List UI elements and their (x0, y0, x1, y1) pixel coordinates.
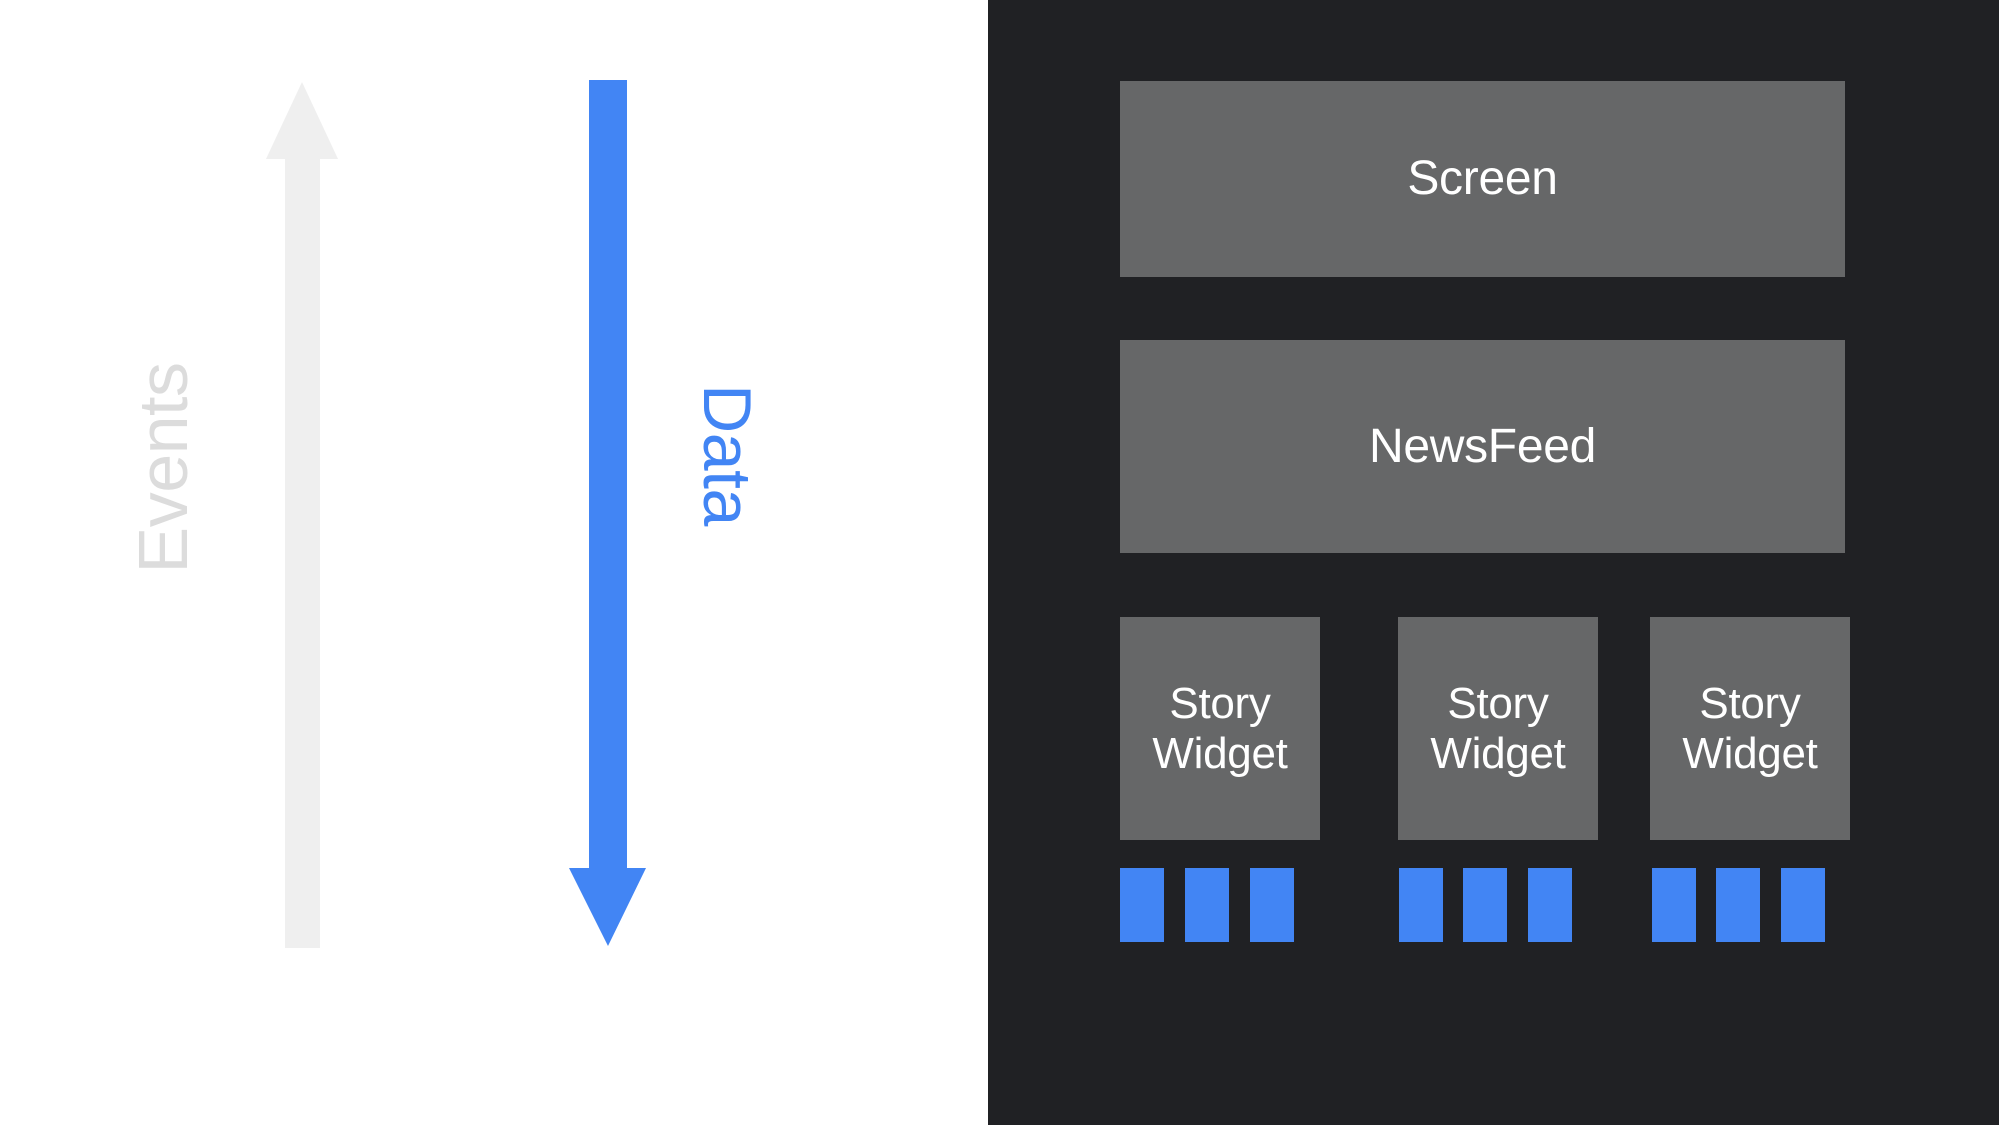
story-widget-label-line2: Widget (1430, 728, 1566, 778)
node-story-widget[interactable]: Story Widget (1650, 617, 1850, 840)
leaf-node[interactable] (1250, 868, 1294, 942)
events-arrow-icon (266, 82, 338, 948)
story-widget-label-line1: Story (1699, 679, 1801, 729)
node-newsfeed[interactable]: NewsFeed (1120, 340, 1845, 553)
story-widget-label-line1: Story (1447, 679, 1549, 729)
leaf-node[interactable] (1463, 868, 1507, 942)
leaf-node[interactable] (1716, 868, 1760, 942)
story-widget-label-line2: Widget (1152, 728, 1288, 778)
story-widget-label-line1: Story (1169, 679, 1271, 729)
leaf-node[interactable] (1652, 868, 1696, 942)
widget-tree-panel: Screen NewsFeed Story Widget Story Widge… (988, 0, 1999, 1125)
node-screen[interactable]: Screen (1120, 81, 1845, 277)
node-story-widget[interactable]: Story Widget (1120, 617, 1320, 840)
story-widget-label-line2: Widget (1682, 728, 1818, 778)
leaf-node[interactable] (1399, 868, 1443, 942)
events-axis-label: Events (124, 362, 202, 574)
flow-direction-panel: Events Data (0, 0, 988, 1125)
leaf-node[interactable] (1781, 868, 1825, 942)
data-arrow-icon (569, 80, 646, 946)
leaf-node[interactable] (1528, 868, 1572, 942)
data-axis-label: Data (689, 384, 765, 526)
leaf-node[interactable] (1185, 868, 1229, 942)
leaf-node[interactable] (1120, 868, 1164, 942)
node-story-widget[interactable]: Story Widget (1398, 617, 1598, 840)
